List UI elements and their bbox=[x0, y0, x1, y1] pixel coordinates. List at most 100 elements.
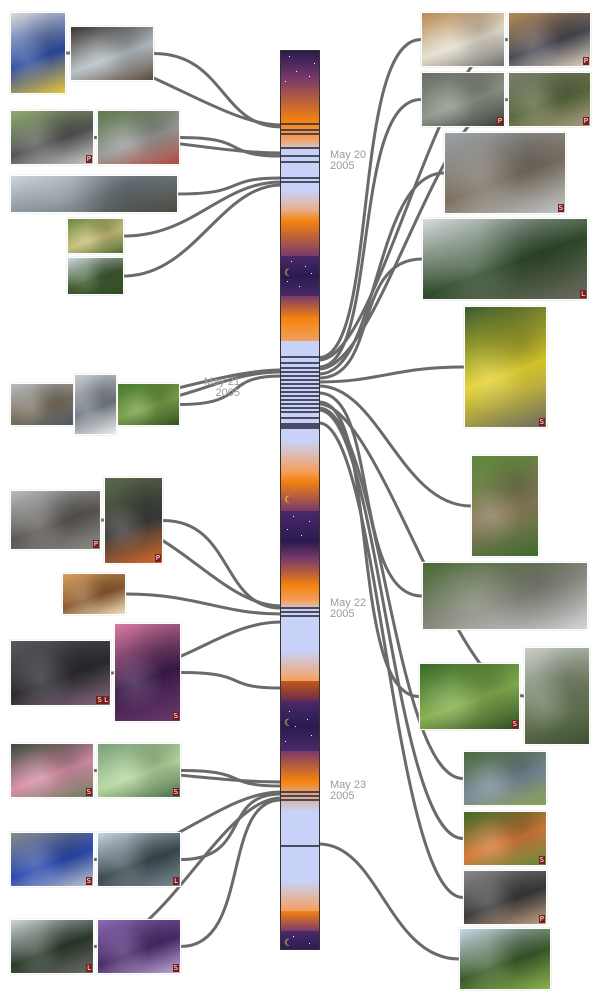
photo-thumbnail-urchin-rock[interactable]: S L bbox=[10, 640, 111, 706]
timeline-band bbox=[281, 511, 319, 541]
photo-badge: S bbox=[172, 964, 179, 972]
photo-thumbnail-ferns[interactable]: S bbox=[419, 663, 520, 730]
timeline-event-tick[interactable] bbox=[281, 615, 319, 617]
photo-texture bbox=[422, 73, 504, 126]
timeline-band bbox=[281, 911, 319, 931]
moon-icon: ☾ bbox=[284, 718, 293, 729]
photo-thumbnail-grass[interactable] bbox=[117, 383, 180, 426]
timeline-event-tick[interactable] bbox=[281, 391, 319, 393]
photo-thumbnail-beach-person[interactable] bbox=[10, 383, 74, 426]
photo-thumbnail-people-couch[interactable]: P bbox=[508, 12, 591, 67]
photo-texture bbox=[11, 641, 110, 705]
timeline-event-tick[interactable] bbox=[281, 356, 319, 358]
photo-texture bbox=[118, 384, 179, 425]
photo-thumbnail-beach-group[interactable]: L bbox=[422, 218, 588, 300]
timeline-event-tick[interactable] bbox=[281, 399, 319, 401]
timeline-event-tick[interactable] bbox=[281, 799, 319, 801]
connector-curve-man-gloves bbox=[161, 519, 283, 610]
photo-thumbnail-parking-lot[interactable] bbox=[97, 110, 180, 165]
timeline-event-tick[interactable] bbox=[281, 427, 319, 429]
photo-texture bbox=[525, 648, 589, 744]
photo-thumbnail-cars-field[interactable] bbox=[459, 928, 551, 990]
photo-thumbnail-picnic-group[interactable] bbox=[463, 751, 547, 806]
star-dot bbox=[307, 719, 308, 720]
photo-thumbnail-rocks-driftwood[interactable]: P bbox=[508, 72, 591, 127]
timeline-event-tick[interactable] bbox=[281, 407, 319, 409]
timeline-event-tick[interactable] bbox=[281, 845, 319, 847]
photo-thumbnail-trail-sign[interactable] bbox=[67, 218, 124, 254]
timeline-band bbox=[281, 481, 319, 511]
photo-thumbnail-tidepool-people[interactable]: P bbox=[421, 72, 505, 127]
photo-thumbnail-car-people[interactable]: P bbox=[463, 870, 547, 925]
photo-thumbnail-rocky-shore[interactable]: L bbox=[10, 919, 94, 974]
timeline-event-tick[interactable] bbox=[281, 395, 319, 397]
photo-texture bbox=[98, 744, 180, 797]
star-dot bbox=[309, 76, 310, 77]
timeline-event-tick[interactable] bbox=[281, 607, 319, 609]
star-dot bbox=[309, 943, 310, 944]
photo-thumbnail-ducks[interactable]: S bbox=[444, 132, 566, 214]
timeline-event-tick[interactable] bbox=[281, 791, 319, 793]
timeline-event-tick[interactable] bbox=[281, 147, 319, 149]
timeline-event-tick[interactable] bbox=[281, 123, 319, 125]
connector-curve-car-people bbox=[317, 421, 465, 899]
photo-thumbnail-orange-flowers[interactable]: S bbox=[463, 811, 547, 866]
photo-thumbnail-urchin-closeup[interactable]: S bbox=[97, 919, 181, 974]
photo-badge: S bbox=[85, 788, 92, 796]
timeline-event-tick[interactable] bbox=[281, 181, 319, 183]
star-dot bbox=[305, 266, 306, 267]
star-dot bbox=[293, 936, 294, 937]
timeline-event-tick[interactable] bbox=[281, 417, 319, 419]
photo-thumbnail-kitchen[interactable] bbox=[421, 12, 505, 67]
photo-thumbnail-forest-hills[interactable] bbox=[67, 257, 124, 295]
timeline-event-tick[interactable] bbox=[281, 133, 319, 135]
timeline-event-tick[interactable] bbox=[281, 379, 319, 381]
timeline-event-tick[interactable] bbox=[281, 795, 319, 797]
photo-texture bbox=[11, 491, 100, 549]
photo-thumbnail-boardwalk[interactable] bbox=[471, 455, 539, 557]
photo-thumbnail-waves[interactable] bbox=[74, 374, 117, 435]
star-dot bbox=[287, 281, 288, 282]
photo-thumbnail-velella[interactable]: S bbox=[10, 832, 94, 887]
photo-thumbnail-anemone-pink[interactable]: S bbox=[10, 743, 94, 798]
timeline-event-tick[interactable] bbox=[281, 403, 319, 405]
photo-texture bbox=[68, 219, 123, 253]
photo-thumbnail-tideflats[interactable]: L bbox=[97, 832, 181, 887]
timeline-bar[interactable]: ☾☾☾☾ bbox=[280, 50, 320, 950]
photo-thumbnail-tall-trees[interactable] bbox=[524, 647, 590, 745]
timeline-event-tick[interactable] bbox=[281, 383, 319, 385]
star-dot bbox=[299, 286, 300, 287]
photo-thumbnail-tidal-shelf[interactable] bbox=[422, 562, 588, 630]
photo-thumbnail-yellow-flowers[interactable]: S bbox=[464, 306, 547, 428]
timeline-event-tick[interactable] bbox=[281, 411, 319, 413]
timeline-event-tick[interactable] bbox=[281, 611, 319, 613]
photo-thumbnail-window-view[interactable] bbox=[70, 26, 154, 81]
connector-curve-ducks bbox=[317, 171, 446, 376]
photo-thumbnail-driftwood-log[interactable]: P bbox=[10, 490, 101, 550]
timeline-event-tick[interactable] bbox=[281, 423, 319, 425]
photo-thumbnail-purple-urchin[interactable]: S bbox=[114, 623, 181, 722]
photo-thumbnail-man-bicycle[interactable]: P bbox=[10, 110, 94, 165]
timeline-event-tick[interactable] bbox=[281, 375, 319, 377]
photo-texture bbox=[472, 456, 538, 556]
timeline-event-tick[interactable] bbox=[281, 155, 319, 157]
timeline-event-tick[interactable] bbox=[281, 362, 319, 364]
photo-thumbnail-bus[interactable] bbox=[10, 12, 66, 94]
photo-thumbnail-man-gloves[interactable]: P bbox=[104, 477, 163, 564]
star-dot bbox=[285, 741, 286, 742]
timeline-event-tick[interactable] bbox=[281, 425, 319, 427]
connector-curve-parking-lot bbox=[178, 136, 283, 158]
timeline-event-tick[interactable] bbox=[281, 371, 319, 373]
photo-texture bbox=[11, 13, 65, 93]
timeline-event-tick[interactable] bbox=[281, 367, 319, 369]
timeline-event-tick[interactable] bbox=[281, 129, 319, 131]
date-year: 2005 bbox=[215, 387, 240, 399]
timeline-event-tick[interactable] bbox=[281, 161, 319, 163]
timeline-event-tick[interactable] bbox=[281, 387, 319, 389]
photo-thumbnail-beach-panorama[interactable] bbox=[10, 175, 178, 213]
photo-thumbnail-hands-crafts[interactable] bbox=[62, 573, 126, 615]
star-dot bbox=[291, 261, 292, 262]
photo-badge: L bbox=[86, 964, 92, 972]
timeline-event-tick[interactable] bbox=[281, 177, 319, 179]
photo-thumbnail-anemone-green[interactable]: S bbox=[97, 743, 181, 798]
